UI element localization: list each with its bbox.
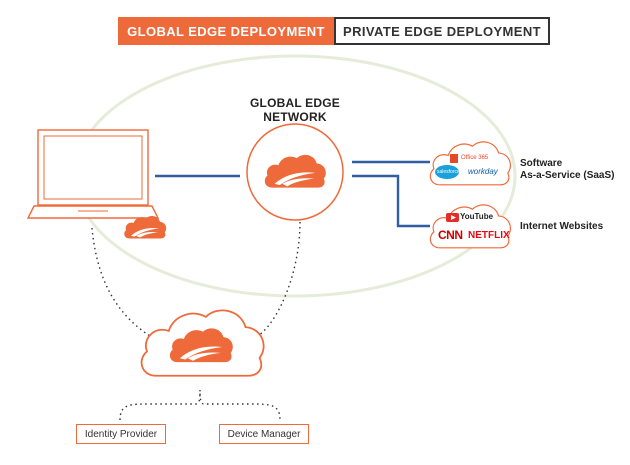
- youtube-label: YouTube: [460, 212, 494, 221]
- cnn-label: CNN: [438, 228, 463, 242]
- agent-cloud-icon: [124, 215, 167, 239]
- saas-label-line1: Software: [520, 158, 563, 169]
- private-edge-cloud: [140, 309, 265, 377]
- laptop-private-link: [91, 227, 151, 337]
- tab-global-edge-deployment[interactable]: GLOBAL EDGE DEPLOYMENT: [118, 17, 334, 45]
- network-title-line2: NETWORK: [263, 110, 327, 124]
- office-365-label: Office 365: [461, 155, 489, 161]
- laptop-icon: [26, 129, 160, 219]
- internet-link: [352, 174, 430, 228]
- saas-label: Software As-a-Service (SaaS): [520, 158, 615, 182]
- office-365-logo: [450, 154, 458, 163]
- salesforce-label: salesforce: [437, 169, 460, 175]
- device-manager-box: Device Manager: [219, 424, 309, 444]
- global-edge-network-node: [246, 123, 344, 221]
- workday-label: workday: [468, 167, 498, 176]
- identity-provider-box: Identity Provider: [76, 424, 166, 444]
- youtube-logo: [446, 213, 459, 222]
- tab-private-edge-deployment[interactable]: PRIVATE EDGE DEPLOYMENT: [334, 17, 550, 45]
- internet-websites-label: Internet Websites: [520, 221, 604, 232]
- network-private-link: [257, 221, 301, 337]
- netflix-label: NETFLIX: [468, 230, 510, 241]
- network-title: GLOBAL EDGE NETWORK: [240, 96, 350, 124]
- deployment-tabs: GLOBAL EDGE DEPLOYMENT PRIVATE EDGE DEPL…: [118, 17, 550, 45]
- network-title-line1: GLOBAL EDGE: [250, 96, 340, 110]
- saas-label-line2: As-a-Service (SaaS): [520, 170, 615, 181]
- salesforce-logo: [435, 165, 459, 179]
- services-bracket: [119, 389, 281, 421]
